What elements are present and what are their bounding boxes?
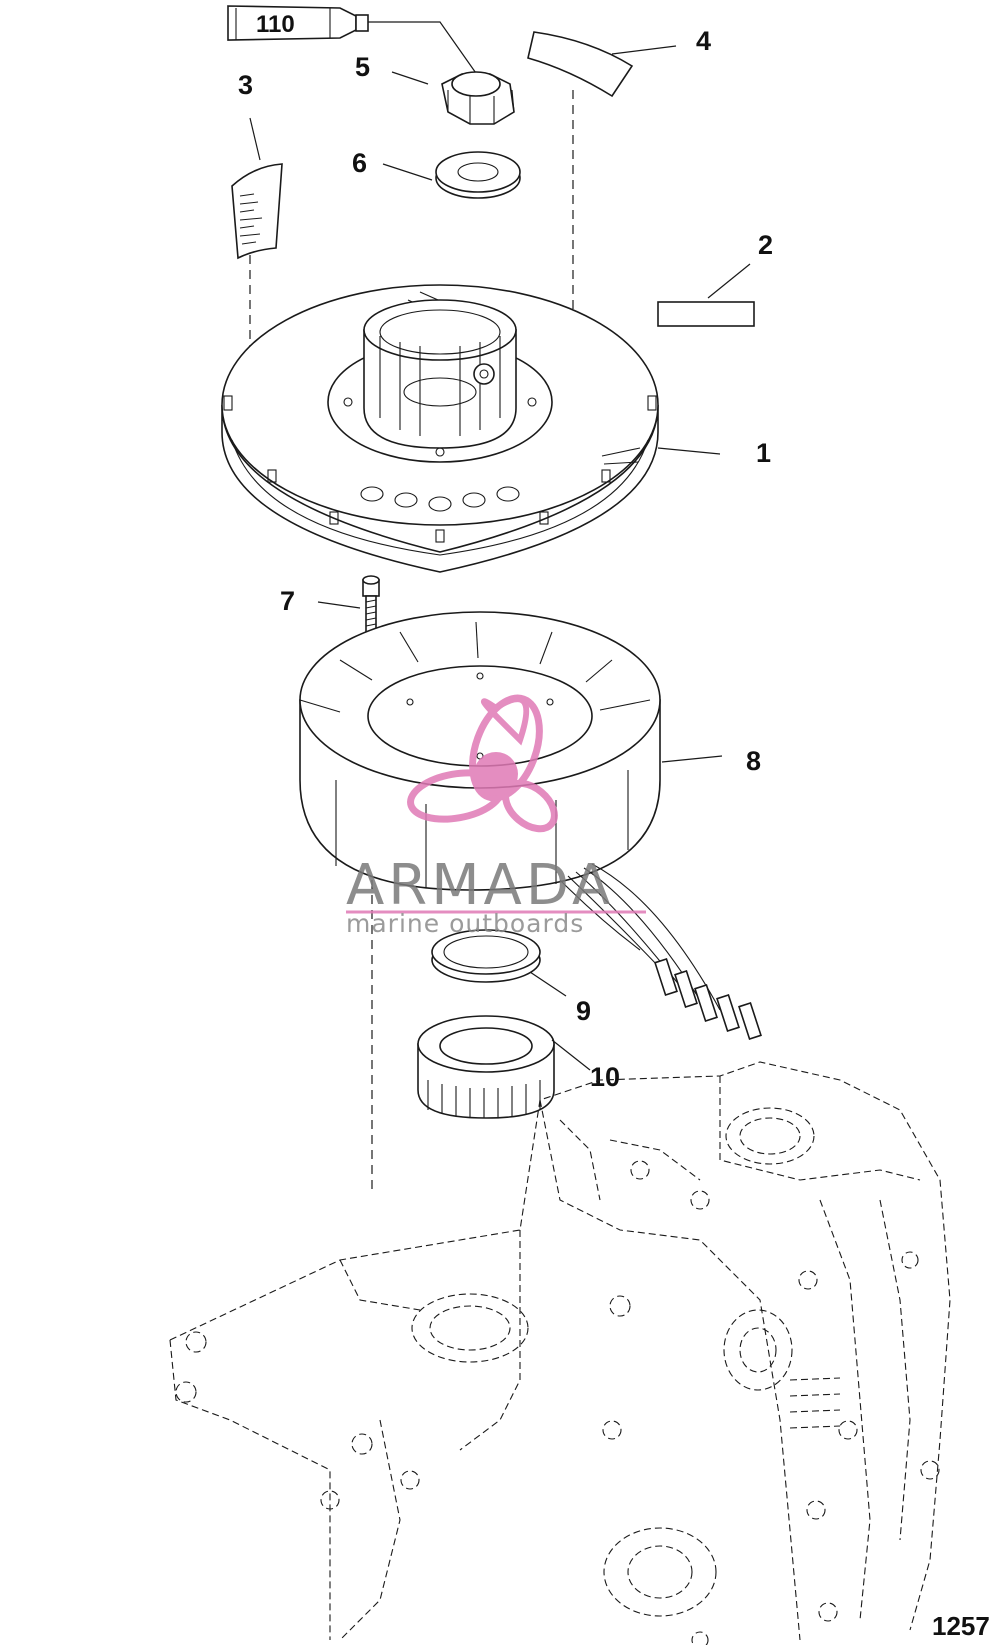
engine-block — [169, 1061, 951, 1645]
callout-8: 8 — [746, 746, 761, 776]
timing-decal — [231, 163, 283, 260]
callout-6: 6 — [352, 148, 367, 178]
callout-1: 1 — [756, 438, 771, 468]
watermark: ARMADA marine outboards — [346, 694, 646, 938]
callout-7: 7 — [280, 586, 295, 616]
leader-3 — [249, 117, 261, 161]
leader-1 — [657, 447, 721, 455]
leader-2 — [707, 263, 751, 299]
callout-9: 9 — [576, 996, 591, 1026]
leader-5 — [391, 71, 429, 85]
callout-4: 4 — [696, 26, 711, 56]
leader-6 — [382, 163, 433, 181]
leader-110 — [368, 21, 479, 77]
leader-7 — [317, 601, 361, 609]
wire-harness — [559, 863, 762, 1041]
watermark-brand: ARMADA — [346, 853, 614, 918]
key-part — [527, 31, 634, 98]
stator-screw — [362, 575, 380, 633]
flywheel-washer — [435, 151, 521, 199]
leader-10 — [551, 1039, 591, 1071]
callout-2: 2 — [758, 230, 773, 260]
flywheel-nut — [441, 71, 515, 125]
label-plate — [657, 301, 755, 327]
callout-5: 5 — [355, 52, 370, 82]
callout-3: 3 — [238, 70, 253, 100]
leader-8 — [661, 755, 723, 763]
propeller-logo-icon — [407, 694, 558, 833]
leader-4 — [611, 45, 677, 55]
flywheel — [221, 284, 659, 573]
figure-number: 1257 — [932, 1611, 990, 1641]
watermark-tagline: marine outboards — [346, 909, 584, 938]
tube-label: 110 — [256, 11, 295, 38]
seal-ring — [431, 929, 541, 983]
sealant-tube: 110 — [227, 5, 369, 41]
stator — [299, 611, 661, 891]
callout-10: 10 — [590, 1062, 620, 1092]
leader-9 — [529, 971, 567, 997]
drive-gear — [417, 1015, 555, 1119]
